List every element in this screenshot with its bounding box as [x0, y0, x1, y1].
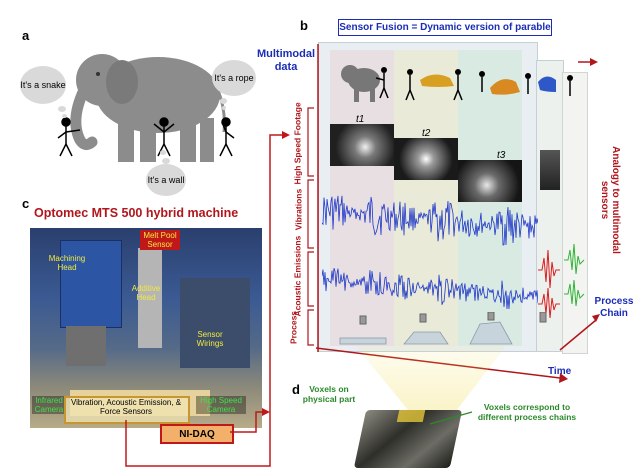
- sensor-fusion-banner: Sensor Fusion = Dynamic version of parab…: [338, 19, 552, 36]
- machine-photo: [30, 228, 262, 428]
- thought-dot: [160, 150, 166, 155]
- time-label-t2: t2: [422, 128, 431, 139]
- thought-dot: [62, 114, 67, 118]
- panel-label-a: a: [22, 28, 30, 43]
- voxels-on-part-label: Voxels on physical part: [302, 384, 356, 404]
- label-high-speed-camera: High Speed Camera: [196, 396, 246, 414]
- column-shade-1: [330, 50, 394, 346]
- process-row-shapes: [339, 312, 547, 345]
- panel-label-b: b: [300, 18, 308, 33]
- thought-bubble-wall: It's a wall: [146, 164, 186, 196]
- process-chain-label: Process Chain: [594, 296, 634, 319]
- melt-pool-label-box: [140, 230, 180, 250]
- thought-dot: [58, 106, 66, 112]
- sensor-box: [64, 396, 190, 424]
- spindle: [66, 326, 106, 366]
- footage-frame-2: [394, 138, 458, 180]
- daq-label: NI-DAQ: [179, 428, 215, 440]
- acoustic-waveform: [322, 267, 538, 310]
- multimodal-data-label: Multimodal data: [256, 48, 316, 73]
- label-sensor-wirings: Sensor Wirings: [196, 330, 224, 348]
- time-label-t1: t1: [356, 114, 365, 125]
- thought-dot: [220, 98, 227, 104]
- voxels-correspond-label: Voxels correspond to different process c…: [477, 402, 577, 422]
- vibration-waveform: [322, 195, 538, 246]
- label-machining-head: Machining Head: [48, 254, 86, 272]
- side-spike-signals: [538, 243, 585, 319]
- footage-frame-1: [330, 124, 394, 166]
- thought-dot: [162, 158, 170, 164]
- data-plane-back-1: [536, 60, 564, 352]
- footage-frame-4: [540, 150, 560, 190]
- panel-label-d: d: [292, 382, 300, 397]
- footage-frame-3: [458, 160, 522, 202]
- elephant-illustration: [57, 54, 235, 162]
- label-additive-head: Additive Head: [131, 284, 161, 302]
- additive-head-body: [138, 248, 162, 348]
- thought-dot: [222, 106, 226, 110]
- thought-bubble-snake: It's a snake: [20, 66, 66, 104]
- waveform-trace: [322, 267, 538, 310]
- animal-sequence-icons: [341, 65, 573, 102]
- time-axis-label: Time: [548, 366, 572, 377]
- data-plane-back-2: [562, 72, 588, 354]
- wiring-panel: [180, 278, 250, 368]
- label-melt-pool-sensor: Melt Pool Sensor: [143, 231, 177, 249]
- time-label-t3: t3: [497, 150, 506, 161]
- daq-box: NI-DAQ: [160, 424, 234, 444]
- panel-label-c: c: [22, 196, 30, 211]
- thought-bubble-rope: It's a rope: [212, 60, 256, 96]
- label-force-sensors: Vibration, Acoustic Emission, & Force Se…: [70, 398, 182, 416]
- label-infrared-camera: Infrared Camera: [32, 396, 66, 414]
- waveform-trace: [322, 195, 538, 246]
- machining-head-body: [60, 240, 122, 328]
- machine-title: Optomec MTS 500 hybrid machine: [34, 206, 239, 220]
